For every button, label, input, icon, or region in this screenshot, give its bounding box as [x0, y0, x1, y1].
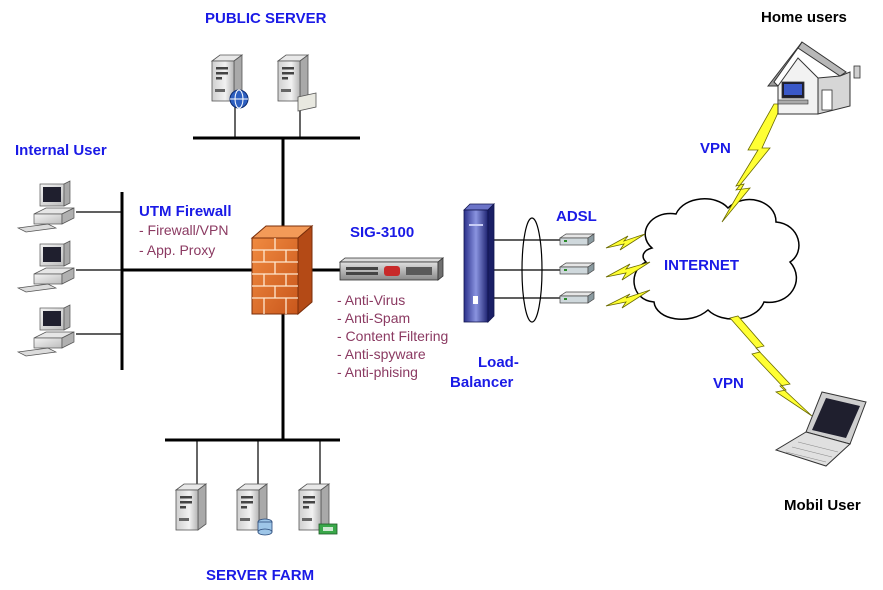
sig-feature-list: - Anti-Virus - Anti-Spam - Content Filte…: [337, 291, 448, 381]
vpn-home-label: VPN: [700, 140, 731, 157]
lightning-adsl-icon: [605, 233, 651, 309]
home-users-label: Home users: [761, 9, 847, 26]
public-server-2-icon: [277, 54, 317, 112]
firewall-feature-1: - Firewall/VPN: [139, 222, 229, 238]
house-icon: [766, 41, 861, 115]
lightning-vpn-home-icon: [721, 103, 783, 223]
load-balancer-label-line2: Balancer: [450, 374, 514, 391]
laptop-icon: [774, 391, 867, 467]
firewall-feature-2: - App. Proxy: [139, 242, 216, 258]
internal-user-label: Internal User: [15, 142, 107, 159]
server-farm-3-icon: [298, 483, 338, 535]
load-balancer-icon: [463, 203, 495, 323]
modem-1-icon: [559, 233, 595, 246]
sig-feature-content-filtering: - Content Filtering: [337, 328, 449, 344]
sig-feature-anti-spam: - Anti-Spam: [337, 310, 411, 326]
internal-pc-2-icon: [17, 240, 75, 293]
sig-feature-anti-phising: - Anti-phising: [337, 364, 418, 380]
internal-pc-3-icon: [17, 304, 75, 357]
server-farm-2-icon: [236, 483, 273, 536]
public-server-label: PUBLIC SERVER: [205, 10, 327, 27]
internet-label: INTERNET: [664, 257, 739, 274]
cloud-icon: [633, 198, 800, 320]
firewall-icon: [250, 224, 314, 316]
sig-feature-anti-virus: - Anti-Virus: [337, 292, 406, 308]
utm-firewall-label: UTM Firewall: [139, 203, 232, 220]
mobil-user-label: Mobil User: [784, 497, 861, 514]
server-farm-1-icon: [175, 483, 207, 531]
lightning-vpn-mobile-icon: [729, 315, 813, 417]
vpn-mobile-label: VPN: [713, 375, 744, 392]
adsl-label: ADSL: [556, 208, 597, 225]
modem-3-icon: [559, 291, 595, 304]
sig-3100-appliance-icon: [338, 257, 445, 281]
sig-3100-label: SIG-3100: [350, 224, 415, 241]
load-balancer-label-line1: Load-: [478, 354, 519, 371]
public-server-1-icon: [211, 54, 249, 109]
sig-feature-anti-spyware: - Anti-spyware: [337, 346, 426, 362]
modem-2-icon: [559, 262, 595, 275]
internal-pc-1-icon: [17, 180, 75, 233]
server-farm-label: SERVER FARM: [206, 567, 315, 584]
